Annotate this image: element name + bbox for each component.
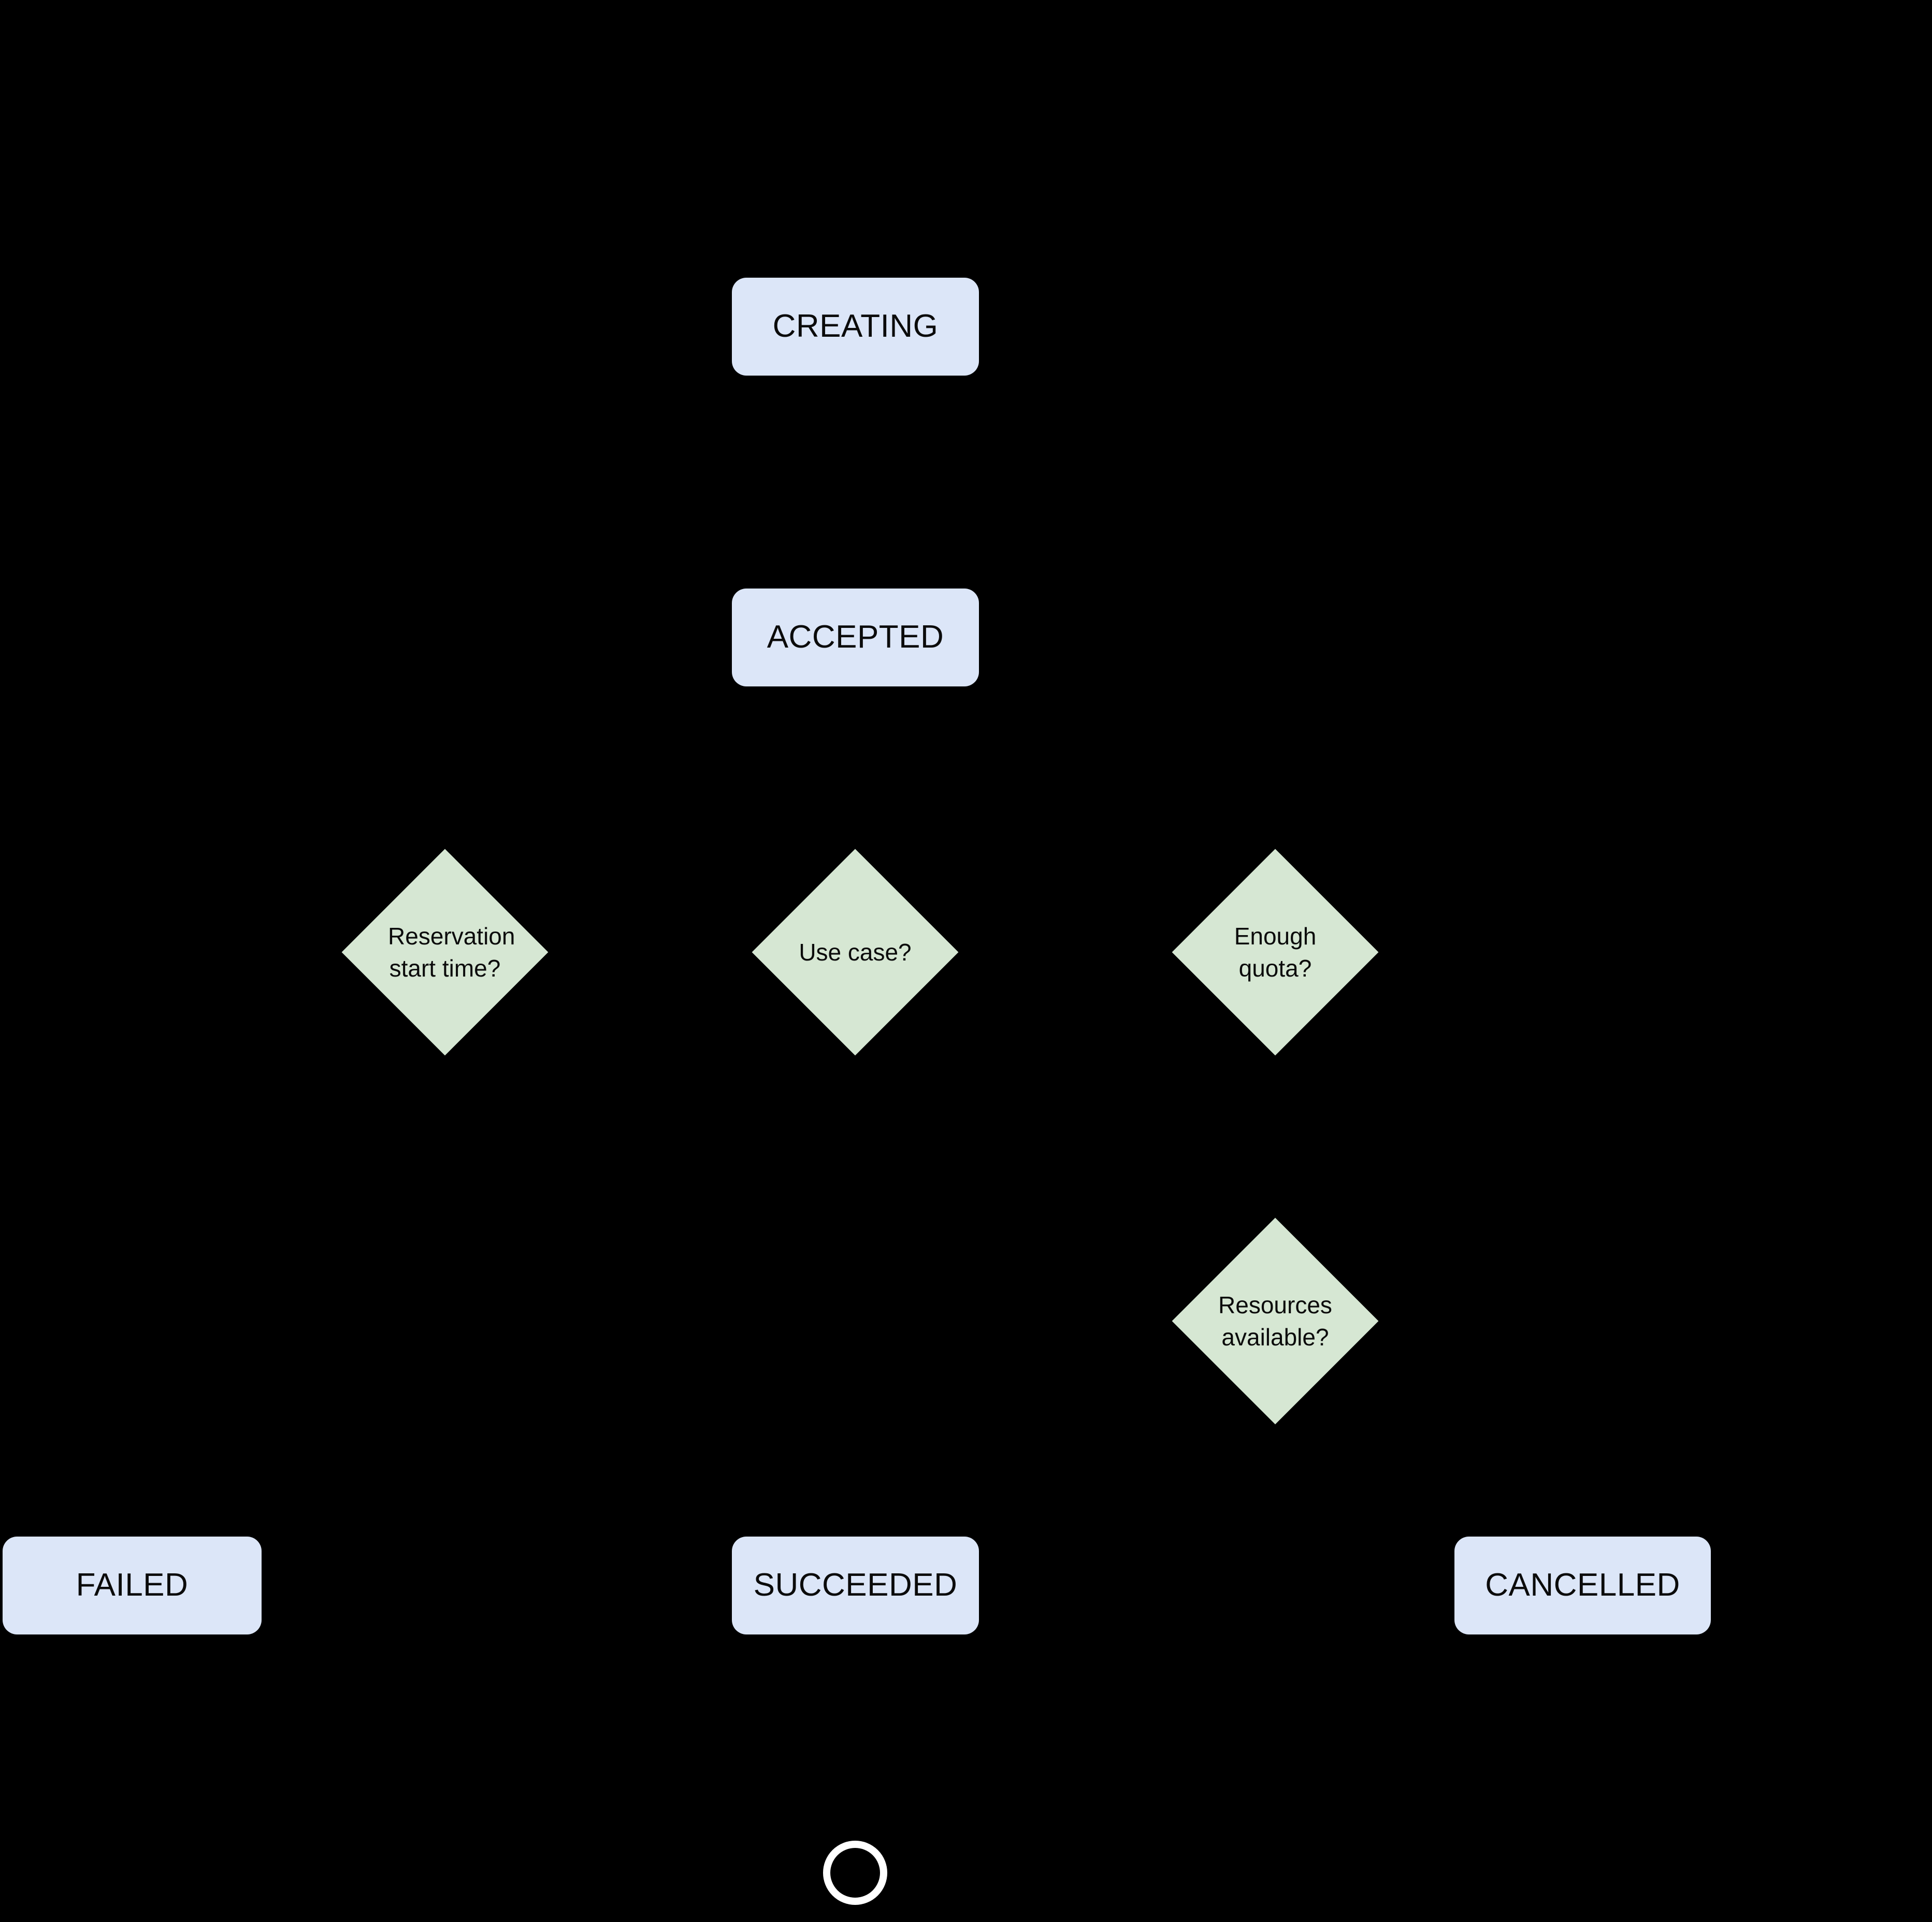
connector-fanout-to-enough-quota	[1273, 769, 1277, 850]
state-creating[interactable]: CREATING	[732, 278, 979, 376]
decision-use-case-label: Use case?	[799, 938, 912, 966]
state-succeeded-label: SUCCEEDED	[753, 1567, 958, 1603]
state-failed[interactable]: FAILED	[3, 1537, 262, 1634]
connector-resources-available-to-cancelled	[1273, 1422, 1277, 1464]
connector-creating-to-accepted	[853, 376, 857, 588]
state-cancelled[interactable]: CANCELLED	[1454, 1537, 1711, 1634]
connector-use-case-to-succeeded	[853, 1054, 857, 1539]
connector-enough-quota-to-resources-available	[1273, 1054, 1277, 1220]
connector-accepted-to-fanout	[853, 686, 857, 769]
decision-resources-available-label: Resources available?	[1218, 1291, 1332, 1351]
connector-rail-to-cancelled	[1581, 1461, 1585, 1539]
connector-fanout-rail	[445, 769, 1277, 773]
connector-rail-to-failed	[129, 1461, 134, 1539]
state-accepted-label: ACCEPTED	[767, 619, 944, 655]
decision-reservation-start-time[interactable]: Reservation start time?	[341, 849, 549, 1056]
connector-fanout-to-reservation-start-time	[443, 769, 447, 850]
state-succeeded[interactable]: SUCCEEDED	[732, 1537, 979, 1634]
decision-resources-available[interactable]: Resources available?	[1172, 1217, 1379, 1425]
state-cancelled-label: CANCELLED	[1485, 1567, 1680, 1603]
connector-succeeded-to-end	[853, 1634, 857, 1837]
decision-reservation-start-time-label: Reservation start time?	[388, 922, 515, 982]
state-failed-label: FAILED	[76, 1567, 189, 1603]
connector-reservation-start-time-to-failed	[443, 1054, 447, 1464]
connector-fanout-to-use-case	[853, 769, 857, 850]
decision-enough-quota-label: Enough quota?	[1234, 922, 1317, 982]
state-creating-label: CREATING	[772, 308, 939, 345]
connector-failed-rail	[132, 1461, 445, 1465]
state-accepted[interactable]: ACCEPTED	[732, 589, 979, 686]
end-node-circle-icon[interactable]	[823, 1841, 887, 1905]
decision-enough-quota[interactable]: Enough quota?	[1172, 849, 1379, 1056]
decision-use-case[interactable]: Use case?	[752, 849, 959, 1056]
connector-cancelled-rail	[1273, 1461, 1585, 1465]
